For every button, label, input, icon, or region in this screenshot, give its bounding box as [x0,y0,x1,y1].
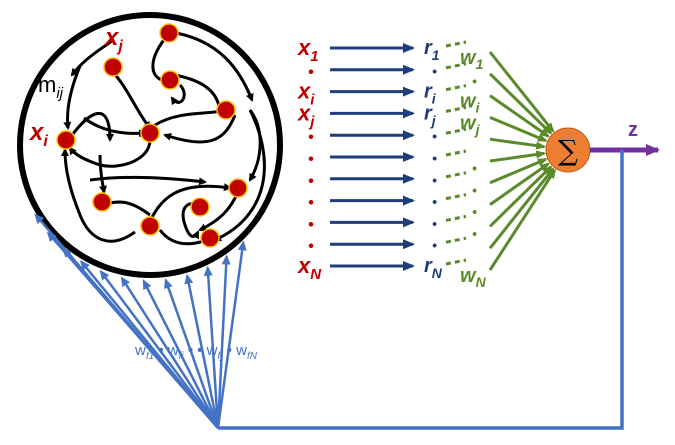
weight-dash [445,149,467,157]
input-label: • [308,238,314,255]
weight-dash [445,171,467,179]
reservoir-node [56,130,76,150]
reservoir-node [92,192,112,212]
weight-arrow [489,137,547,150]
input-label: • [308,216,314,233]
feedback-arrow [80,260,219,429]
weight-arrow [489,94,550,138]
reservoir-nodes [56,23,248,248]
reservoir-output-label: • [432,215,437,231]
output-label: z [628,119,638,141]
weight-arrow [488,168,557,271]
input-label: • [308,129,314,146]
input-label: • [308,64,314,81]
feedback-arrow [164,278,220,429]
reservoir-node [228,178,248,198]
feedback-arrow [99,269,220,429]
feedback-path [218,150,624,430]
input-label: • [308,195,314,212]
reservoir-node [200,228,220,248]
reservoir-node [159,23,179,43]
reservoir-output-label: • [432,172,437,188]
weight-dash [445,40,467,48]
weight-arrow [488,72,553,135]
weight-dash [445,236,467,244]
weight-label: w1 [460,47,484,72]
summation-symbol: ∑ [558,134,578,167]
reservoir-node [190,197,210,217]
reservoir-output-label: • [432,194,437,210]
node-label-xj: xj [103,24,123,55]
weight-label: wj [460,112,481,137]
feedback-arrow [120,276,220,429]
weight-dash [445,214,467,222]
weight-dash [445,105,467,113]
reservoir-node [160,70,180,90]
summation-node: ∑ [545,127,591,173]
weight-label: • [472,204,477,220]
reservoir-node [103,57,123,77]
input-label: x1 [297,35,319,65]
weight-arrow [489,116,548,143]
weight-arrow [488,167,555,250]
reservoir-output-label: • [432,150,437,166]
weight-dash [445,127,467,135]
weight-dash [445,62,467,70]
input-label: • [308,151,314,168]
weight-dash [445,84,467,92]
reservoir-output-label: rj [424,102,437,128]
reservoir: xj xi mij [17,12,283,278]
feedback-arrow [216,240,247,429]
output: z [590,119,660,156]
weight-dash [445,193,467,201]
input-label: xN [297,253,322,283]
weight-arrow [489,150,547,163]
reservoir-output-label: • [432,128,437,144]
weight-label: wN [460,265,487,290]
input-label: xj [297,100,315,130]
weight-arrow [489,157,548,185]
weight-dash [445,258,467,266]
feedback-weights-label: wf1 • wfi • • wfj • wfN [134,342,258,362]
reservoir-node [140,123,160,143]
feedback-loop [218,150,624,430]
weight-label: • [472,160,477,176]
connection-label-mij: mij [38,72,64,102]
weight-arrow [488,165,553,228]
input-label: xi [297,79,315,109]
reservoir-output-label: ri [424,81,437,107]
feedback-arrow [203,265,220,429]
input-label: • [308,173,314,190]
feedback-arrow [216,254,231,429]
reservoir-output-label: rN [424,255,443,281]
weight-arrow [489,162,550,206]
reservoir-output-label: • [432,63,437,79]
feedback-fan [34,213,247,429]
reservoir-output-label: r1 [424,37,440,63]
reservoir-node [140,216,160,236]
node-label-xi: xi [28,119,48,150]
weight-arrows [488,51,557,271]
weight-label: • [472,225,477,241]
weight-arrow [488,51,555,133]
weight-label: • [472,182,477,198]
weight-label: • [472,73,477,89]
feedback-arrow [184,273,220,429]
reservoir-node [216,100,236,120]
feedback-arrow [142,279,220,429]
reservoir-output-label: • [432,237,437,253]
